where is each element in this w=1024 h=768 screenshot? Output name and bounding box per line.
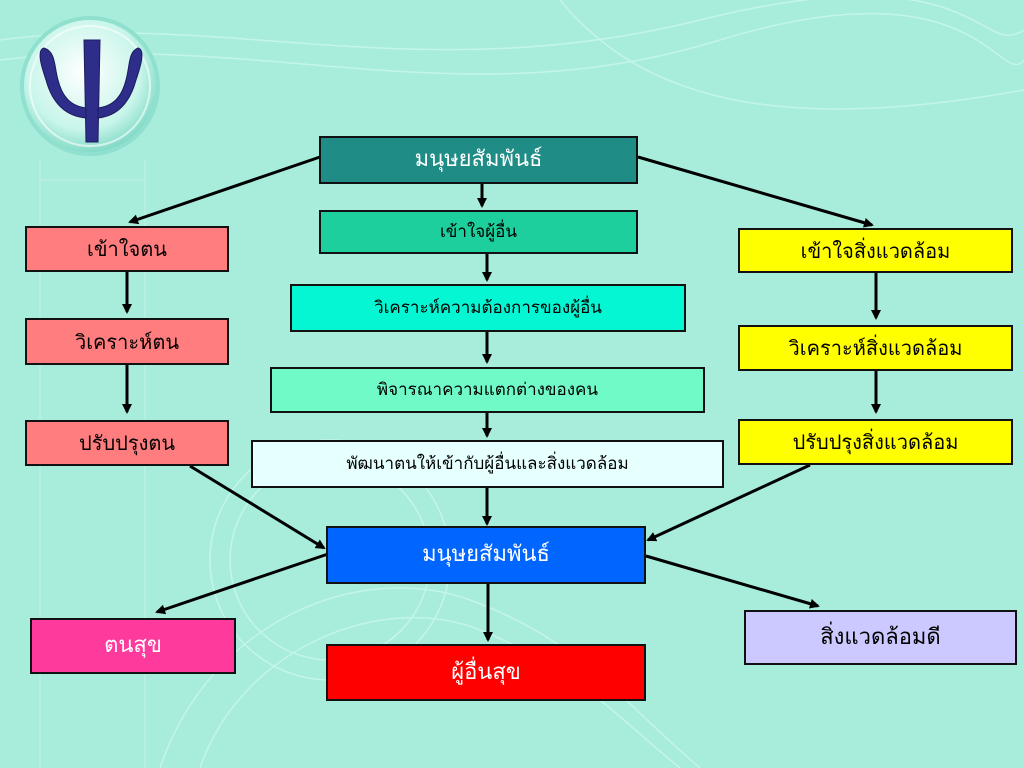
consider-differences-text: พิจารณาความแตกต่างของคน [376, 379, 599, 400]
analyze-environment-text: วิเคราะห์สิ่งแวดล้อม [788, 336, 963, 360]
box-others-happy: ผู้อื่นสุข [326, 644, 646, 701]
box-environment-good: สิ่งแวดล้อมดี [744, 610, 1017, 665]
self-happy-text: ตนสุข [104, 633, 162, 658]
title-box-human-relations: มนุษยสัมพันธ์ [319, 136, 638, 184]
psi-logo [20, 16, 160, 156]
analyze-self-text: วิเคราะห์ตน [74, 329, 179, 354]
develop-self-text: พัฒนาตนให้เข้ากับผู้อื่นและสิ่งแวดล้อม [346, 453, 629, 474]
box-self-happy: ตนสุข [30, 618, 236, 674]
title-text: มนุษยสัมพันธ์ [414, 147, 543, 172]
box-analyze-environment: วิเคราะห์สิ่งแวดล้อม [738, 325, 1013, 371]
box-improve-self: ปรับปรุงตน [25, 420, 229, 466]
box-analyze-others-needs: วิเคราะห์ความต้องการของผู้อื่น [290, 284, 686, 332]
box-understand-others: เข้าใจผู้อื่น [319, 210, 638, 254]
understand-self-text: เข้าใจตน [87, 237, 167, 261]
box-improve-environment: ปรับปรุงสิ่งแวดล้อม [738, 419, 1013, 465]
box-human-relations-result: มนุษยสัมพันธ์ [326, 526, 646, 584]
box-develop-self: พัฒนาตนให้เข้ากับผู้อื่นและสิ่งแวดล้อม [251, 440, 724, 488]
box-understand-self: เข้าใจตน [25, 226, 229, 272]
improve-self-text: ปรับปรุงตน [79, 431, 175, 455]
box-consider-differences: พิจารณาความแตกต่างของคน [270, 367, 705, 413]
understand-environment-text: เข้าใจสิ่งแวดล้อม [800, 238, 951, 263]
improve-environment-text: ปรับปรุงสิ่งแวดล้อม [792, 430, 959, 454]
others-happy-text: ผู้อื่นสุข [451, 659, 521, 685]
human-relations-result-text: มนุษยสัมพันธ์ [422, 542, 550, 567]
box-analyze-self: วิเคราะห์ตน [25, 318, 229, 365]
environment-good-text: สิ่งแวดล้อมดี [820, 624, 941, 650]
understand-others-text: เข้าใจผู้อื่น [439, 221, 518, 242]
analyze-others-needs-text: วิเคราะห์ความต้องการของผู้อื่น [374, 297, 602, 318]
box-understand-environment: เข้าใจสิ่งแวดล้อม [738, 228, 1013, 273]
